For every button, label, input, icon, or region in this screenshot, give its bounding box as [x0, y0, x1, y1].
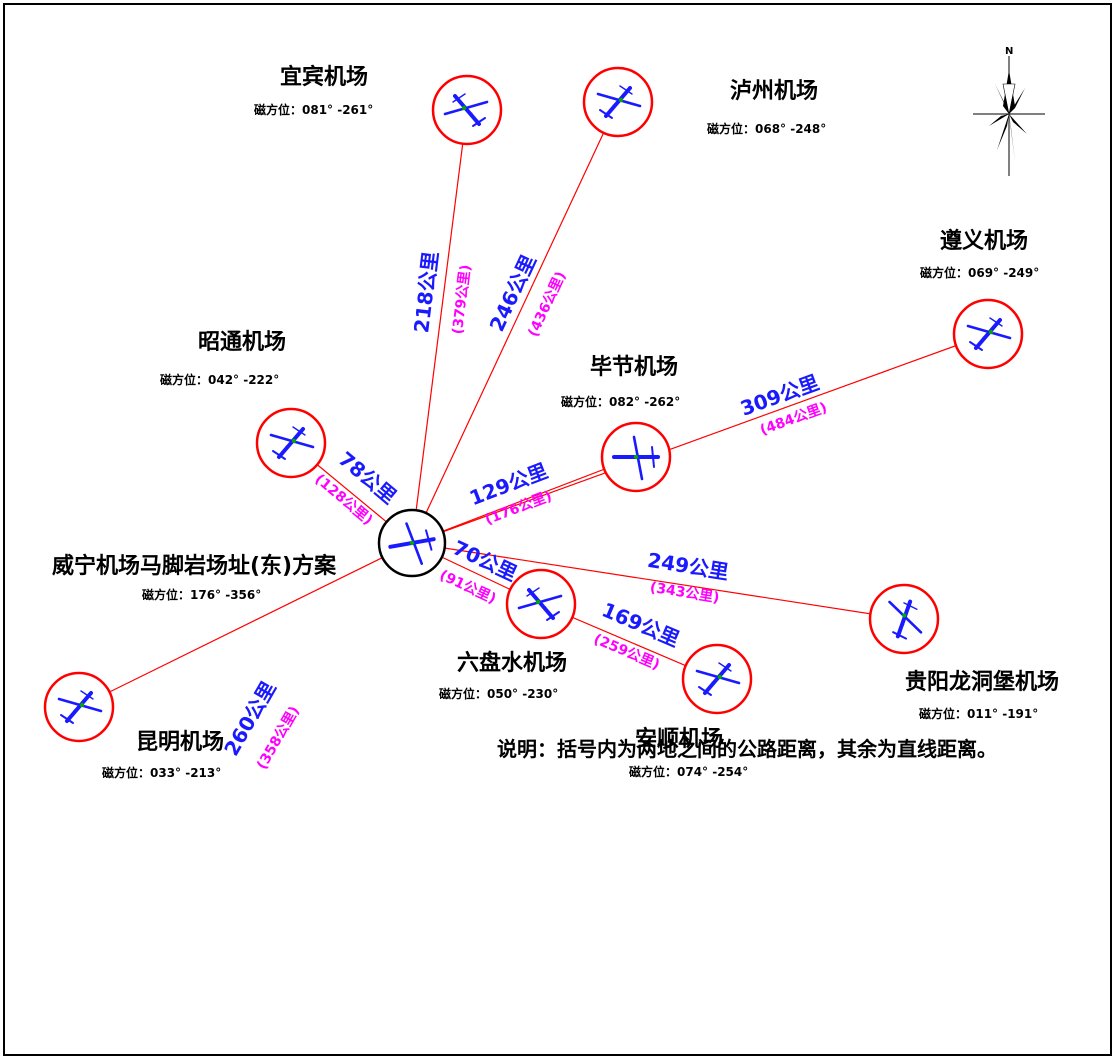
- compass-rose-icon: N: [973, 46, 1045, 176]
- airport-marker-bijie: [600, 421, 672, 493]
- airport-marker-guiyang: [868, 583, 940, 655]
- map-frame: [3, 3, 1112, 1056]
- airport-marker-zhaotong: [255, 407, 327, 479]
- airport-name-liupanshui: 六盘水机场: [457, 650, 567, 676]
- airport-name-guiyang: 贵阳龙洞堡机场: [905, 669, 1059, 695]
- airport-labels: 威宁机场马脚岩场址(东)方案 磁方位：176° -356° 宜宾机场 磁方位：0…: [52, 64, 1059, 780]
- airport-marker-kunming: [43, 671, 115, 743]
- route-bijie: [411, 456, 637, 544]
- compass-north-label: N: [1005, 46, 1013, 57]
- airport-name-zhaotong: 昭通机场: [198, 330, 286, 355]
- legend-note: 说明：括号内为两地之间的公路距离，其余为直线距离。: [497, 737, 997, 761]
- straight-distance-guiyang: 249公里: [646, 548, 730, 584]
- route-yibin: [411, 109, 468, 544]
- airport-marker-yibin: [431, 74, 503, 146]
- airport-name-zunyi: 遵义机场: [940, 228, 1028, 254]
- center-name: 威宁机场马脚岩场址(东)方案: [52, 553, 337, 579]
- airport-bearing-kunming: 磁方位：033° -213°: [101, 765, 221, 780]
- airport-marker-liupanshui: [505, 568, 577, 640]
- airport-name-yibin: 宜宾机场: [280, 64, 368, 90]
- route-luzhou: [411, 101, 619, 544]
- airport-marker-luzhou: [582, 66, 654, 138]
- airport-bearing-guiyang: 磁方位：011° -191°: [918, 706, 1038, 721]
- airport-bearing-bijie: 磁方位：082° -262°: [560, 394, 680, 409]
- airport-bearing-liupanshui: 磁方位：050° -230°: [438, 686, 558, 701]
- airport-marker-anshun: [681, 643, 753, 715]
- center-bearing: 磁方位：176° -356°: [141, 587, 261, 602]
- route-kunming: [78, 542, 413, 708]
- airport-bearing-anshun: 磁方位：074° -254°: [628, 764, 748, 779]
- airport-name-luzhou: 泸州机场: [730, 79, 818, 104]
- airport-markers: [43, 66, 1024, 743]
- route-guiyang: [411, 542, 905, 620]
- road-distance-guiyang: (343公里): [649, 580, 721, 607]
- airport-name-kunming: 昆明机场: [136, 730, 224, 755]
- airport-name-anshun: 安顺机场: [635, 726, 723, 752]
- airport-bearing-zhaotong: 磁方位：042° -222°: [159, 372, 279, 387]
- airport-bearing-yibin: 磁方位：081° -261°: [253, 102, 373, 117]
- airport-name-bijie: 毕节机场: [590, 355, 678, 380]
- airport-bearing-luzhou: 磁方位：068° -248°: [706, 121, 826, 136]
- center-airport-marker: [377, 508, 447, 578]
- airport-bearing-zunyi: 磁方位：069° -249°: [919, 265, 1039, 280]
- airport-marker-zunyi: [952, 298, 1024, 370]
- road-distance-yibin: (379公里): [450, 264, 474, 335]
- straight-distance-yibin: 218公里: [409, 250, 443, 334]
- route-zunyi: [411, 333, 989, 544]
